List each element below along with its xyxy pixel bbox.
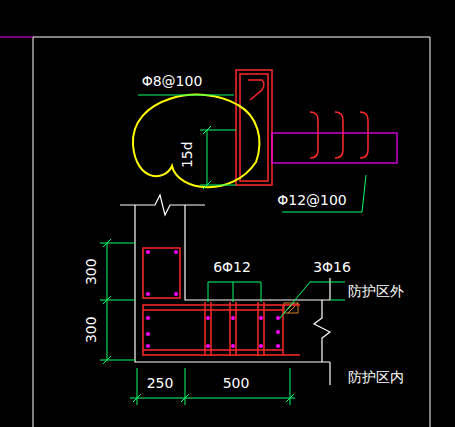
dimension-text: 500	[222, 376, 251, 391]
rebar-label: Φ12@100	[276, 193, 348, 208]
rebar-label: Φ8@100	[141, 74, 204, 89]
dimension-text: 250	[146, 376, 175, 391]
zone-label: 防护区外	[347, 284, 405, 299]
zone-label: 防护区内	[347, 370, 405, 385]
rebar-label: 6Φ12	[212, 260, 252, 275]
dimension-text: 15d	[179, 141, 194, 170]
dimension-text: 300	[83, 316, 98, 345]
rebar-label: 3Φ16	[312, 260, 352, 275]
dimension-text: 300	[83, 258, 98, 287]
